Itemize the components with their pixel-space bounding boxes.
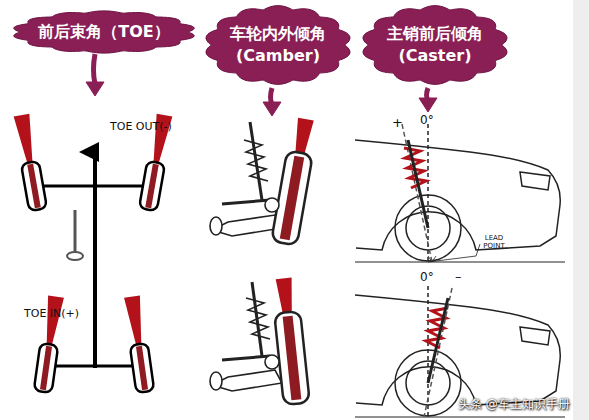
toe-in-label: TOE IN(+) bbox=[24, 308, 104, 321]
header-text: 车轮内外倾角 (Camber) bbox=[219, 23, 337, 67]
cloud-header: 车轮内外倾角 (Camber) bbox=[203, 4, 353, 86]
header-text: 前后束角（TOE） bbox=[38, 21, 169, 43]
cloud-header: 主销前后倾角 (Caster) bbox=[360, 4, 510, 86]
camber-diagram-positive bbox=[210, 117, 319, 246]
cloud-header: 前后束角（TOE） bbox=[10, 10, 198, 54]
header-text: 主销前后倾角 (Caster) bbox=[376, 23, 494, 67]
toe-diagram bbox=[13, 114, 174, 393]
positive-sign: + bbox=[392, 116, 406, 131]
zero-degree-label: 0° bbox=[420, 114, 442, 128]
camber-diagram-negative bbox=[210, 277, 310, 405]
caster-diagram-positive bbox=[355, 124, 565, 262]
page-edge bbox=[573, 0, 589, 420]
cloud-shape bbox=[360, 4, 510, 86]
cloud-shape bbox=[203, 4, 353, 86]
watermark: 头条 @车主知识手册 bbox=[458, 398, 588, 412]
zero-degree-label: 0° bbox=[420, 271, 442, 285]
lead-point-label: LEAD POINT bbox=[479, 234, 509, 250]
negative-sign: – bbox=[455, 270, 469, 285]
toe-out-label: TOE OUT(-) bbox=[110, 121, 200, 134]
